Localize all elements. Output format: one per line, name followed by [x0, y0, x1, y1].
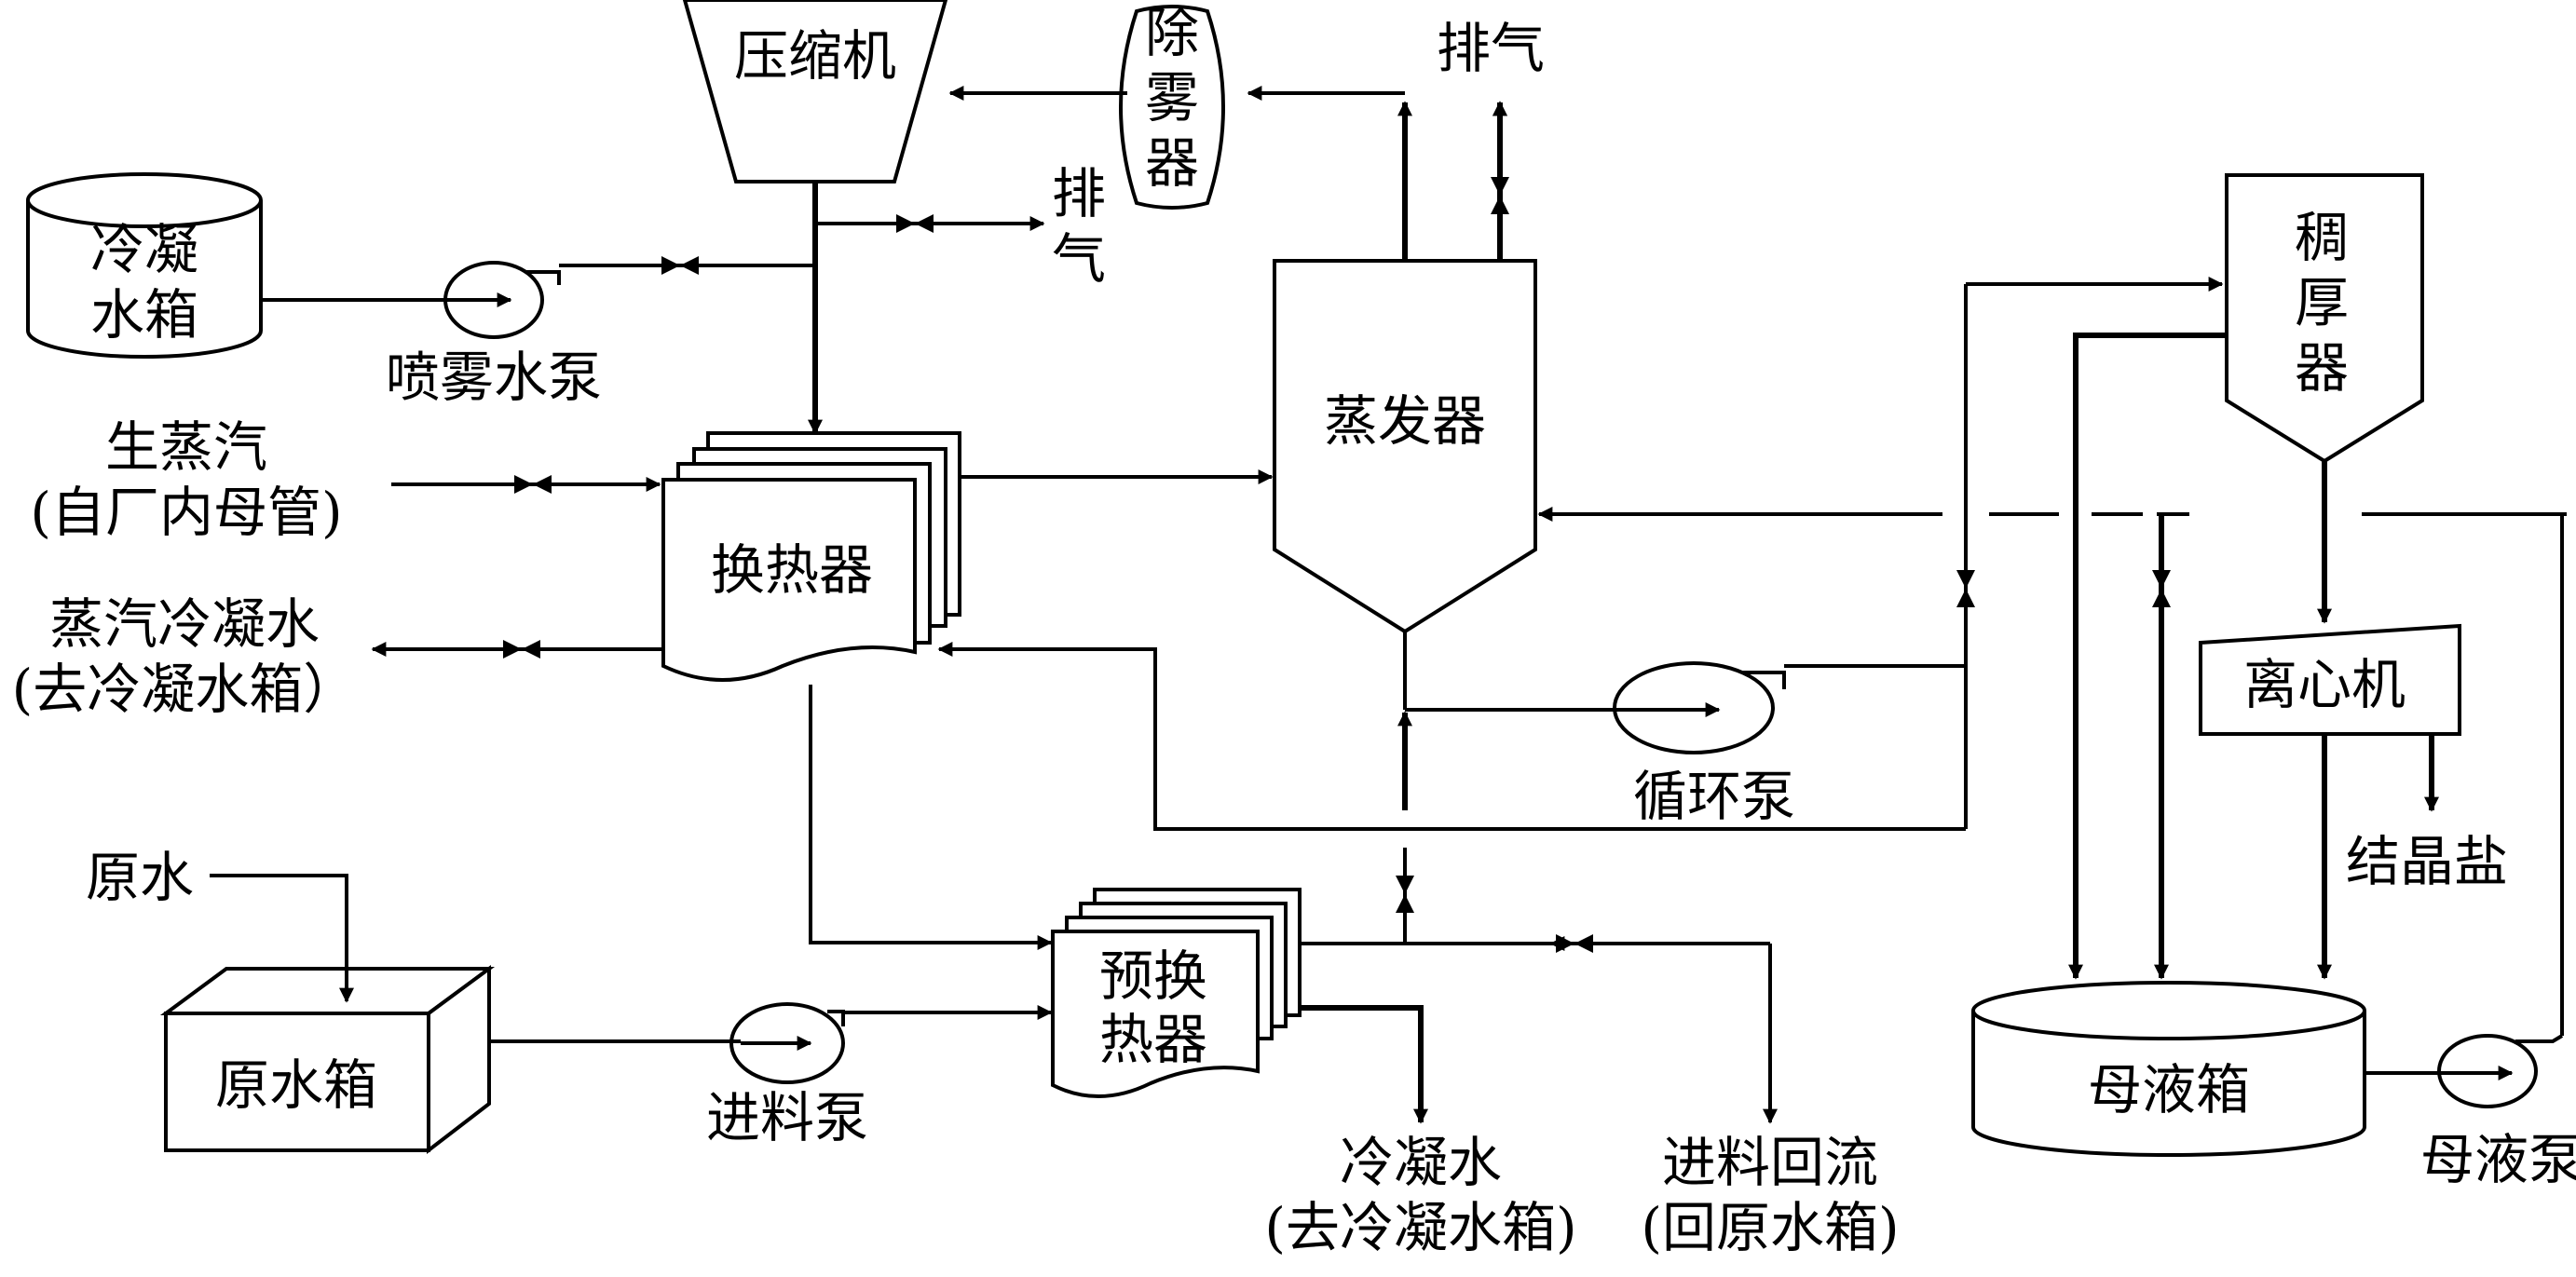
condensate-tank-label-1: 冷凝: [90, 218, 198, 281]
feed-return-label-2: (回原水箱): [1641, 1196, 1899, 1259]
feed-pump: 进料泵: [706, 1002, 868, 1149]
valve-thickener-feed[interactable]: [1956, 570, 1975, 607]
valve-evap-drain[interactable]: [1396, 876, 1414, 913]
valve-evap-exhaust[interactable]: [1491, 177, 1509, 214]
pre-hx-label-2: 热器: [1099, 1008, 1207, 1071]
compressor-label: 压缩机: [734, 24, 896, 88]
demister: 除 雾 器: [1119, 1, 1225, 210]
condensate-water-tank: 冷凝 水箱: [26, 172, 263, 359]
steam-condensate-label-1: 蒸汽冷凝水: [49, 592, 320, 656]
steam-condensate-label-2: (去冷凝水箱）: [12, 658, 358, 721]
evaporator: 蒸发器: [1273, 259, 1537, 634]
live-steam-label-2: (自厂内母管): [30, 481, 342, 544]
valve-mother-branch[interactable]: [2152, 570, 2171, 607]
live-steam-label-1: 生蒸汽: [105, 415, 267, 479]
labels: 排气 排 气 生蒸汽 (自厂内母管) 蒸汽冷凝水 (去冷凝水箱） 结晶盐 原水 …: [12, 17, 2508, 1259]
demister-label-2: 雾: [1145, 66, 1199, 129]
thickener-label-3: 器: [2295, 336, 2349, 400]
valves: [503, 177, 2171, 953]
spray-water-pump: 喷雾水泵: [386, 261, 602, 409]
valve-steam-condensate[interactable]: [503, 640, 540, 659]
centrifuge: 离心机: [2199, 623, 2461, 736]
heat-exchanger-label: 换热器: [711, 538, 873, 602]
raw-tank-label: 原水箱: [215, 1053, 377, 1117]
valve-live-steam[interactable]: [514, 475, 552, 494]
feed-return-label-1: 进料回流: [1662, 1131, 1878, 1194]
condensate-tank-label-2: 水箱: [90, 283, 198, 346]
piping: [210, 86, 2567, 1124]
feed-pump-label: 进料泵: [706, 1086, 868, 1149]
circulation-pump: 循环泵: [1602, 661, 1795, 828]
thickener-label-1: 稠: [2295, 206, 2349, 269]
mother-liquor-tank: 母液箱: [1971, 981, 2366, 1157]
crystal-salt-label: 结晶盐: [2346, 830, 2508, 893]
valve-spray[interactable]: [661, 256, 699, 275]
condensate-out-label-1: 冷凝水: [1340, 1131, 1502, 1194]
valve-feed-return[interactable]: [1556, 934, 1593, 953]
heat-exchanger: 换热器: [661, 431, 961, 682]
centrifuge-label: 离心机: [2243, 653, 2406, 716]
mother-tank-label: 母液箱: [2088, 1058, 2250, 1121]
exhaust-top-label: 排气: [1437, 17, 1545, 80]
compressor: 压缩机: [682, 0, 948, 183]
spray-pump-label: 喷雾水泵: [386, 346, 602, 409]
demister-label-1: 除: [1145, 1, 1199, 64]
valve-compressor-exhaust[interactable]: [896, 214, 934, 233]
thickener: 稠 厚 器: [2225, 173, 2424, 464]
exhaust-mid-label-1: 排: [1052, 162, 1106, 225]
circ-pump-label: 循环泵: [1633, 765, 1795, 828]
condensate-out-label-2: (去冷凝水箱): [1264, 1196, 1576, 1259]
raw-water-tank: 原水箱: [159, 965, 496, 1155]
pre-hx-label-1: 预换: [1099, 944, 1207, 1008]
raw-water-label: 原水: [86, 846, 194, 909]
evaporator-label: 蒸发器: [1324, 389, 1486, 453]
thickener-label-2: 厚: [2295, 271, 2349, 334]
demister-label-3: 器: [1145, 131, 1199, 195]
exhaust-mid-label-2: 气: [1052, 227, 1106, 291]
pre-heat-exchanger: 预换 热器: [1051, 888, 1302, 1098]
mother-pump-label: 母液泵: [2420, 1128, 2576, 1191]
mother-liquor-pump: 母液泵: [2365, 1034, 2576, 1191]
